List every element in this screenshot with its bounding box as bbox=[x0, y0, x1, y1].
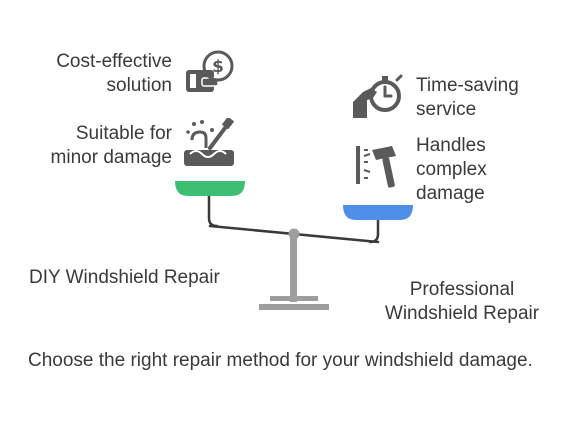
professional-label: Professional Windshield Repair bbox=[372, 278, 552, 326]
caption: Choose the right repair method for your … bbox=[28, 350, 533, 371]
left-pan bbox=[175, 181, 245, 196]
right-pan-hanger bbox=[368, 216, 380, 244]
professional-label-line2: Windshield Repair bbox=[384, 303, 540, 324]
hammer-impact-icon bbox=[352, 140, 404, 192]
scale-stand-post bbox=[290, 236, 297, 302]
left-pan-hanger bbox=[207, 194, 219, 228]
cost-effective-label: Cost-effective solution bbox=[56, 50, 172, 98]
cost-effective-line2: solution bbox=[106, 75, 173, 96]
complex-damage-line2: complex bbox=[416, 159, 487, 180]
cost-effective-line1: Cost-effective bbox=[56, 51, 172, 72]
minor-damage-line1: Suitable for bbox=[75, 123, 172, 144]
complex-damage-line3: damage bbox=[416, 183, 485, 204]
scale-stand-upper-base bbox=[270, 296, 318, 301]
time-saving-line1: Time-saving bbox=[416, 75, 519, 96]
wallet-dollar-icon: $ bbox=[184, 48, 236, 98]
complex-damage-line1: Handles bbox=[416, 135, 486, 156]
repair-tool-icon bbox=[184, 117, 236, 170]
scale-stand-base bbox=[259, 304, 329, 310]
professional-label-line1: Professional bbox=[409, 279, 515, 300]
right-pan bbox=[343, 205, 413, 220]
hand-stopwatch-icon bbox=[353, 72, 405, 120]
scale-pivot bbox=[288, 228, 300, 240]
time-saving-line2: service bbox=[416, 99, 477, 120]
minor-damage-line2: minor damage bbox=[50, 147, 172, 168]
svg-text:$: $ bbox=[212, 57, 224, 77]
diy-label: DIY Windshield Repair bbox=[29, 267, 220, 288]
time-saving-label: Time-saving service bbox=[416, 74, 519, 122]
complex-damage-label: Handles complex damage bbox=[416, 134, 487, 206]
minor-damage-label: Suitable for minor damage bbox=[51, 122, 172, 170]
